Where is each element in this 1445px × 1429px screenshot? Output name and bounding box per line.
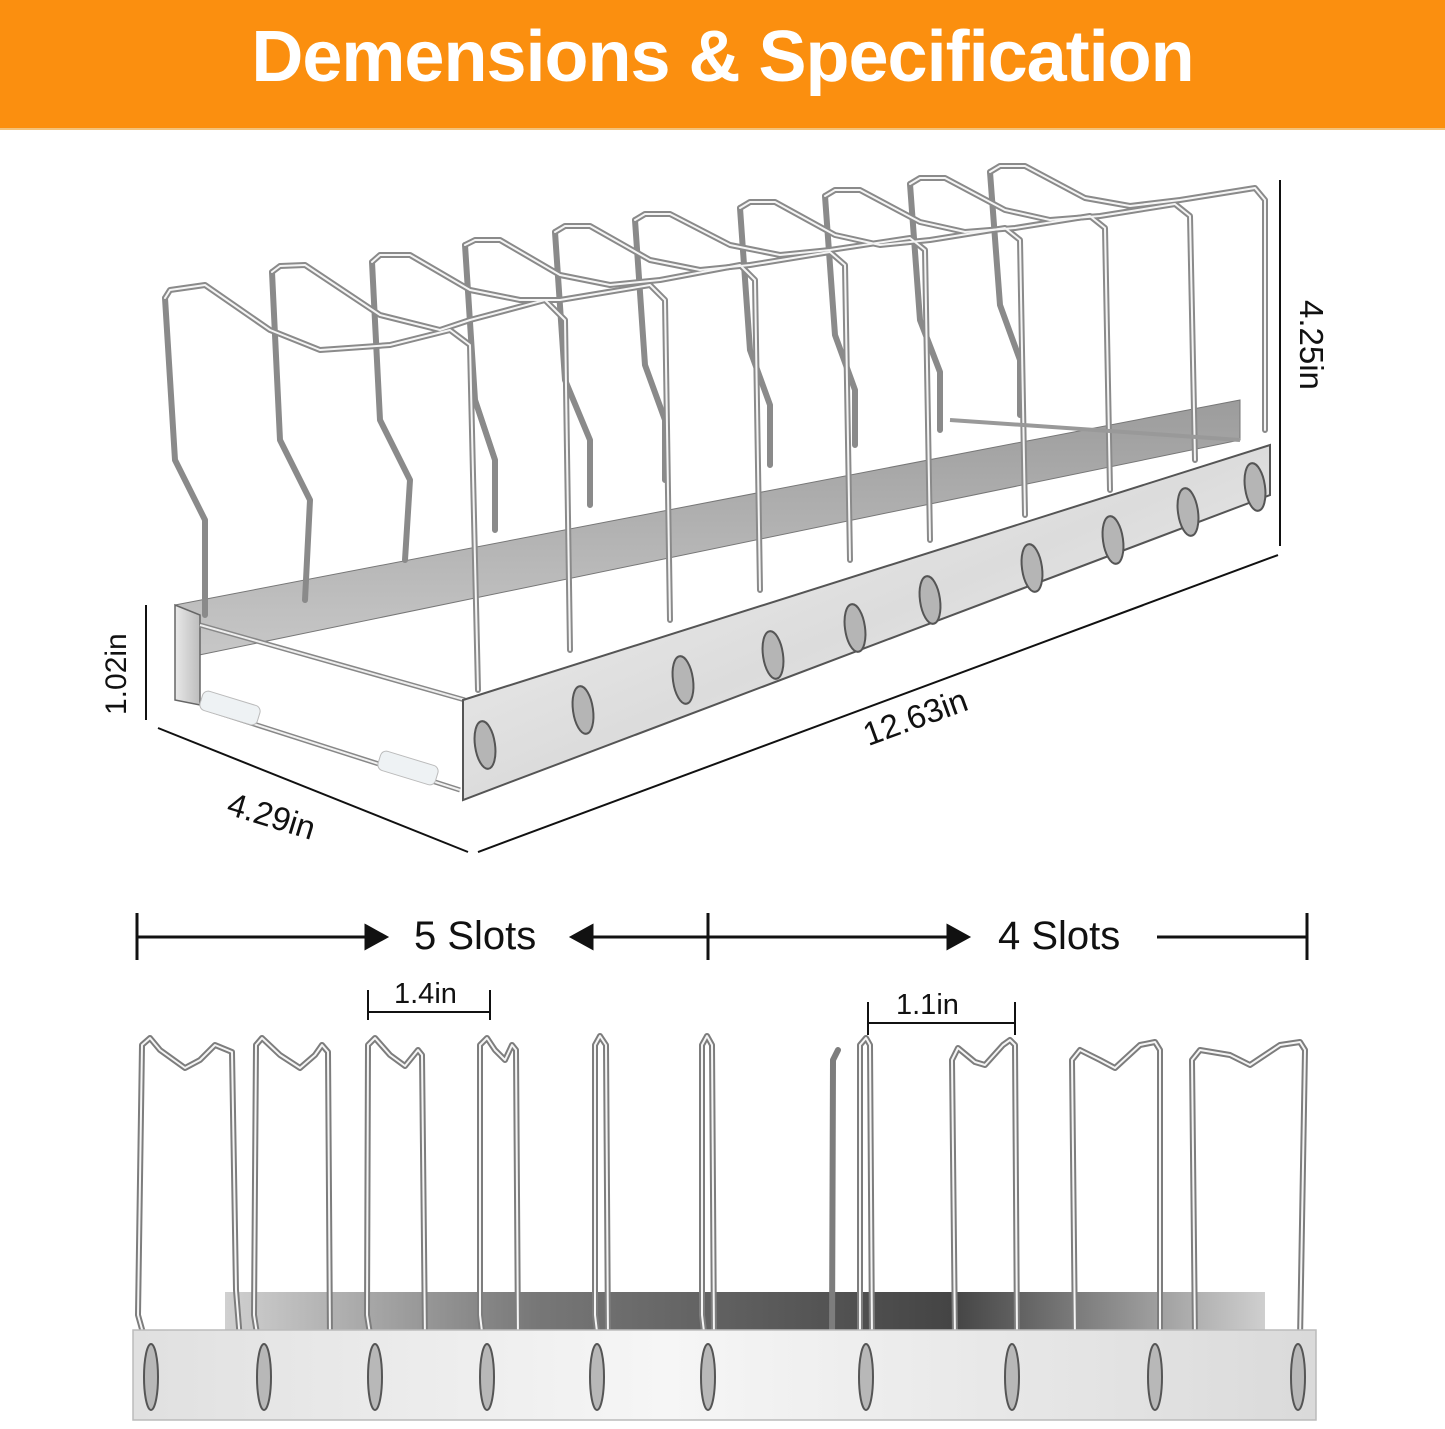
isometric-rack-illustration	[145, 163, 1281, 853]
four-slots-label: 4 Slots	[998, 914, 1121, 958]
left-end-frame	[174, 603, 466, 793]
five-slots-label: 5 Slots	[414, 914, 537, 958]
page-title: Demensions & Specification	[251, 17, 1194, 97]
rack-interior	[225, 1292, 1265, 1334]
front-plate-straight	[132, 1329, 1317, 1421]
width-dimension-line	[157, 727, 469, 853]
side-height-dimension-label: 1.02in	[100, 633, 133, 715]
left-spacing-label: 1.4in	[394, 978, 457, 1010]
isometric-dividers	[162, 163, 1268, 693]
right-spacing-label: 1.1in	[896, 989, 959, 1021]
front-plate-cutouts	[143, 1343, 1306, 1411]
height-dimension-label: 4.25in	[1293, 300, 1330, 390]
dimension-lines	[145, 180, 1281, 853]
front-dividers	[135, 1033, 1308, 1343]
rear-rail	[949, 418, 1241, 442]
header-banner: Demensions & Specification	[0, 0, 1445, 130]
front-plate	[462, 443, 1271, 802]
length-dimension-line	[477, 554, 1279, 853]
